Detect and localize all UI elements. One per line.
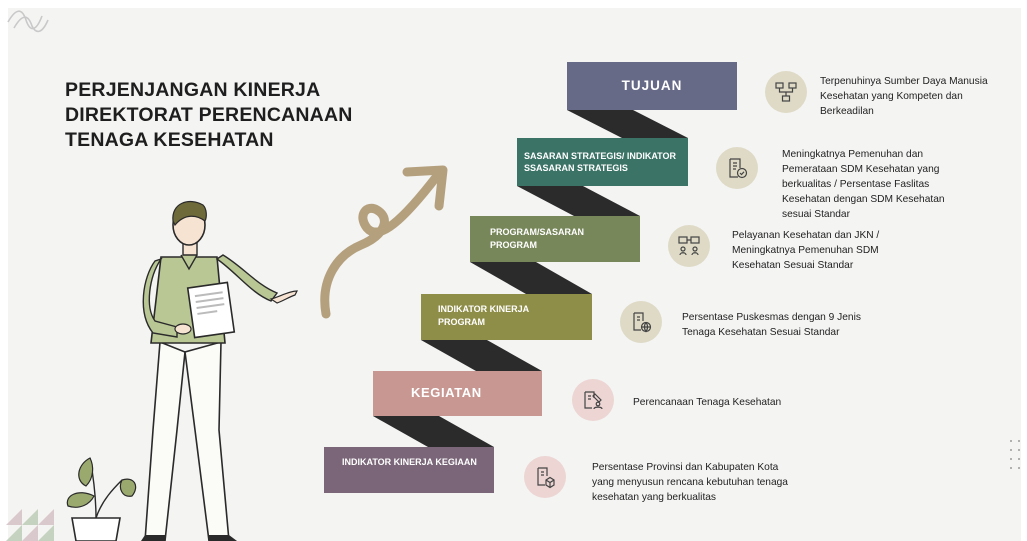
description-sasaran-strategis: Meningkatnya Pemenuhan dan Pemerataan SD… bbox=[782, 149, 945, 220]
curved-arrow-icon bbox=[320, 165, 448, 319]
description-program: Pelayanan Kesehatan dan JKN / Meningkatn… bbox=[732, 230, 880, 271]
connector-1 bbox=[567, 110, 688, 138]
step-label: INDIKATOR KINERJA KEGIAAN bbox=[342, 457, 477, 467]
step-label: PROGRAM/SASARAN PROGRAM bbox=[490, 227, 585, 250]
potted-plant-illustration bbox=[66, 457, 137, 541]
step-label: TUJUAN bbox=[621, 78, 683, 93]
presenter-illustration bbox=[141, 200, 298, 541]
title-line-1: PERJENJANGAN KINERJA bbox=[65, 79, 321, 101]
step-label: KEGIATAN bbox=[411, 385, 482, 400]
connector-3 bbox=[470, 262, 592, 294]
step-indikator-kinerja-kegiatan: INDIKATOR KINERJA KEGIAAN bbox=[324, 447, 494, 493]
step-label: SASARAN STRATEGIS/ INDIKATOR SSASARAN ST… bbox=[524, 151, 677, 173]
step-program: PROGRAM/SASARAN PROGRAM bbox=[470, 216, 640, 262]
step-kegiatan: KEGIATAN bbox=[373, 371, 542, 416]
connector-5 bbox=[373, 416, 494, 447]
connector-4 bbox=[421, 340, 542, 371]
dot-pattern bbox=[1010, 440, 1024, 480]
document-check-icon bbox=[716, 147, 758, 189]
step-tujuan: TUJUAN bbox=[567, 62, 737, 110]
flowchart-icon bbox=[765, 71, 807, 113]
document-globe-icon bbox=[620, 301, 662, 343]
document-person-icon bbox=[572, 379, 614, 421]
title-line-3: TENAGA KESEHATAN bbox=[65, 129, 274, 151]
team-structure-icon bbox=[668, 225, 710, 267]
connector-2 bbox=[517, 186, 640, 216]
step-indikator-kinerja-program: INDIKATOR KINERJA PROGRAM bbox=[421, 294, 592, 340]
description-indikator-kegiatan: Persentase Provinsi dan Kabupaten Kota y… bbox=[592, 462, 788, 503]
triangle-pattern-icon bbox=[6, 509, 54, 541]
decorative-scribble-icon bbox=[7, 10, 49, 33]
description-indikator-program: Persentase Puskesmas dengan 9 Jenis Tena… bbox=[682, 312, 861, 338]
step-label: INDIKATOR KINERJA PROGRAM bbox=[438, 304, 529, 327]
page-title: PERJENJANGAN KINERJA DIREKTORAT PERENCAN… bbox=[65, 78, 405, 153]
title-line-2: DIREKTORAT PERENCANAAN bbox=[65, 104, 353, 126]
step-sasaran-strategis: SASARAN STRATEGIS/ INDIKATOR SSASARAN ST… bbox=[517, 138, 688, 186]
description-tujuan: Terpenuhinya Sumber Daya Manusia Kesehat… bbox=[820, 76, 988, 117]
description-kegiatan: Perencanaan Tenaga Kesehatan bbox=[633, 397, 782, 408]
document-box-icon bbox=[524, 456, 566, 498]
